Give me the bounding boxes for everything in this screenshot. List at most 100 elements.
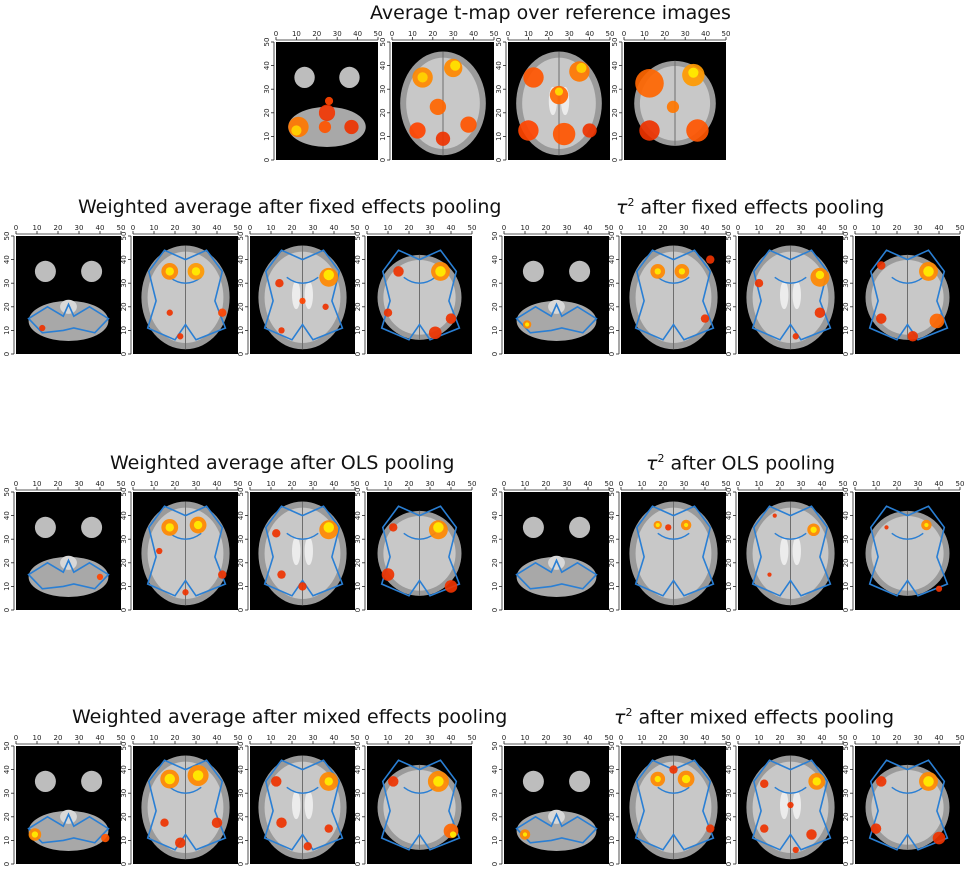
network-contour [634,249,715,341]
y-tick-label: 50 [725,742,733,751]
y-tick-label: 30 [3,789,11,798]
activation-blob [678,268,686,275]
panel-weighted-average-mixed: 0010102020303040405050001010202030304040… [3,734,476,866]
activation-blob [39,324,46,332]
x-tick-label: 40 [330,480,339,488]
y-tick-label: 10 [495,132,503,141]
x-tick-label: 20 [54,734,63,742]
activation-blob [787,801,794,809]
y-tick-label: 50 [491,488,499,497]
y-tick-label: 20 [354,302,362,311]
x-tick-label: 0 [736,224,740,232]
x-tick-label: 0 [502,480,506,488]
title-tau-ols: τ2 after OLS pooling [646,452,836,475]
x-tick-label: 40 [585,30,594,38]
activation-blob [924,522,929,528]
x-tick-label: 20 [542,480,551,488]
y-tick-label: 20 [120,812,128,821]
y-tick-label: 10 [3,836,11,845]
y-tick-label: 10 [491,326,499,335]
x-tick-label: 20 [171,480,180,488]
x-tick-label: 20 [893,734,902,742]
x-tick-label: 50 [490,30,499,38]
activation-blob [760,779,769,788]
y-tick-label: 30 [725,279,733,288]
y-tick-label: 40 [725,511,733,520]
temporal-lobe-left [522,770,544,793]
network-contour [634,505,715,597]
network-contour [146,505,227,597]
x-tick-label: 10 [267,734,276,742]
x-tick-label: 0 [131,224,135,232]
network-contour-inner [891,532,924,540]
ventricle-right [304,536,313,566]
network-contour [146,249,227,341]
y-tick-label: 0 [3,608,11,612]
x-tick-label: 30 [309,224,318,232]
network-contour-inner [774,276,807,284]
brainstem [548,555,565,570]
x-tick-label: 30 [426,224,435,232]
network-contour [751,249,832,341]
x-tick-label: 0 [131,480,135,488]
network-contour-inner [657,276,690,284]
activation-blob [218,308,227,317]
x-tick-label: 40 [96,734,105,742]
x-tick-label: 50 [956,224,965,232]
x-tick-label: 40 [701,30,710,38]
y-tick-label: 40 [3,255,11,264]
activation-blob [772,513,777,518]
title-weighted-average-mixed: Weighted average after mixed effects poo… [72,706,508,728]
y-tick-label: 20 [354,812,362,821]
title-weighted-average-ols: Weighted average after OLS pooling [110,452,455,474]
network-contour-inner [286,786,319,794]
activation-blob [324,824,333,833]
y-tick-label: 10 [725,836,733,845]
y-tick-label: 20 [120,558,128,567]
activation-blob [101,833,110,843]
panel-tau-ols: 0010102020303040405050001010202030304040… [491,480,964,612]
y-tick-label: 10 [120,326,128,335]
activation-blob [639,120,660,141]
panel-tau-fixed: 0010102020303040405050001010202030304040… [491,224,965,356]
title-tau-fixed: τ2 after fixed effects pooling [616,196,885,219]
x-tick-label: 40 [213,734,222,742]
x-tick-label: 40 [96,480,105,488]
y-tick-label: 40 [491,511,499,520]
x-tick-label: 30 [680,224,689,232]
temporal-lobe-right [81,770,103,793]
temporal-lobe-left [522,260,544,283]
y-tick-label: 40 [379,61,387,70]
x-tick-label: 10 [872,224,881,232]
x-tick-label: 40 [584,224,593,232]
activation-blob [877,261,886,270]
y-tick-label: 10 [608,326,616,335]
network-contour-inner [774,532,807,540]
y-tick-label: 10 [842,582,850,591]
activation-blob [655,522,660,528]
y-tick-label: 50 [611,38,619,47]
x-tick-label: 50 [374,30,383,38]
x-tick-label: 0 [622,30,626,38]
y-tick-label: 30 [3,279,11,288]
y-tick-label: 10 [725,582,733,591]
x-tick-label: 50 [234,480,243,488]
x-tick-label: 10 [150,480,159,488]
y-tick-label: 30 [491,789,499,798]
y-tick-label: 10 [608,582,616,591]
x-tick-label: 30 [563,224,572,232]
activation-blob [907,331,918,342]
y-tick-label: 10 [354,582,362,591]
temporal-lobe-right [569,770,591,793]
x-tick-label: 40 [447,480,456,488]
brainstem [60,809,77,824]
y-tick-label: 10 [491,836,499,845]
activation-blob [635,69,664,98]
